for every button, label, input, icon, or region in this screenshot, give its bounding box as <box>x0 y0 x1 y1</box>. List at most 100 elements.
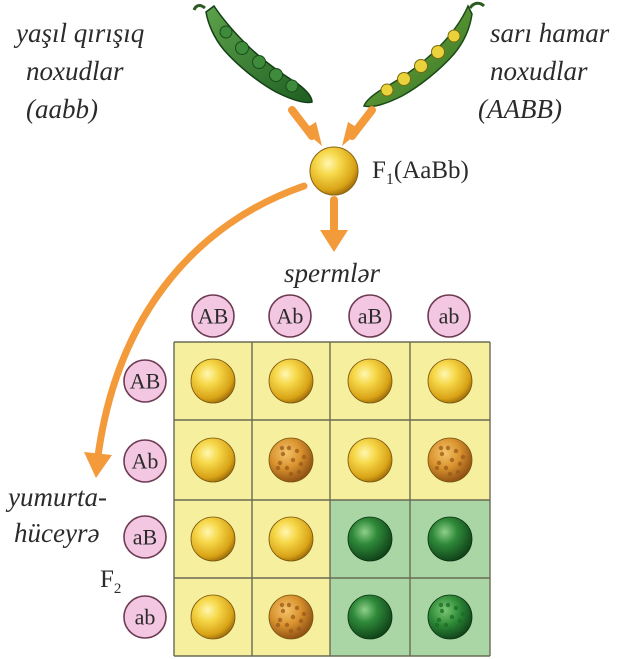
wrinkle-speckle <box>294 605 300 611</box>
wrinkle-speckle <box>455 469 461 475</box>
f2-label-sub: 2 <box>114 581 122 597</box>
wrinkle-speckle <box>457 618 463 624</box>
wrinkle-speckle <box>298 461 304 467</box>
parent-label-left: yaşıl qırışıq noxudlar (aabb) <box>13 18 144 124</box>
yellow-smooth-pea-icon <box>347 358 393 404</box>
wrinkle-speckle <box>438 602 444 608</box>
f2-label: F2 <box>100 566 121 597</box>
wrinkle-speckle <box>453 448 459 454</box>
sperm-gamete-circle <box>348 294 392 338</box>
yellow-smooth-pea-icon <box>190 437 236 483</box>
egg-gamete-circle <box>123 439 167 483</box>
f1-label-rest: (AaBb) <box>394 157 469 184</box>
wrinkle-speckle <box>290 614 296 620</box>
yellow-smooth-pea-icon <box>427 358 473 404</box>
wrinkle-speckle <box>284 465 290 471</box>
egg-gamete-label: Ab <box>132 449 159 474</box>
green-smooth-pea-icon <box>347 516 393 562</box>
wrinkle-speckle <box>460 454 466 460</box>
f1-to-egg-arrow <box>84 182 308 478</box>
green-smooth-pea-icon <box>427 516 473 562</box>
egg-gametes: AB Ab aB ab <box>123 359 167 639</box>
egg-gamete-circle <box>123 515 167 559</box>
wrinkle-speckle <box>298 618 304 624</box>
sperm-gamete-label: Ab <box>277 304 304 329</box>
parent-label-right: sarı hamar noxudlar (AABB) <box>478 18 610 124</box>
wrinkle-speckle <box>434 622 440 628</box>
wrinkle-speckle <box>439 451 445 457</box>
egg-label: yumurta- hüceyrə <box>5 482 107 548</box>
wrinkle-speckle <box>296 469 302 475</box>
wrinkle-speckle <box>280 451 286 457</box>
yellow-smooth-pea-icon <box>347 437 393 483</box>
pea-pod-green-icon <box>192 4 313 104</box>
sperm-label: spermlər <box>284 258 380 288</box>
wrinkle-speckle <box>279 602 285 608</box>
yellow-smooth-pea-icon <box>190 358 236 404</box>
egg-gamete-circle <box>123 595 167 639</box>
wrinkle-speckle <box>277 617 283 623</box>
green-smooth-pea-icon <box>347 594 393 640</box>
wrinkle-speckle <box>438 445 444 451</box>
wrinkle-speckle <box>294 448 300 454</box>
egg-label-line-2: hüceyrə <box>14 518 99 548</box>
yellow-smooth-pea-icon <box>268 516 314 562</box>
sperm-gamete-label: ab <box>439 304 460 329</box>
wrinkle-speckle <box>445 445 451 451</box>
f2-label-main: F <box>100 566 114 593</box>
wrinkle-speckle <box>460 611 466 617</box>
wrinkle-speckle <box>296 626 302 632</box>
wrinkle-speckle <box>453 605 459 611</box>
wrinkle-speckle <box>455 626 461 632</box>
wrinkle-speckle <box>275 622 281 628</box>
wrinkle-speckle <box>288 628 294 634</box>
parent-left-line-1: yaşıl qırışıq <box>13 18 144 48</box>
yellow-smooth-pea-icon <box>268 358 314 404</box>
f1-label: F1(AaBb) <box>372 157 469 188</box>
punnett-square <box>173 341 491 657</box>
sperm-gamete-label: aB <box>358 304 382 329</box>
wrinkle-speckle <box>443 622 449 628</box>
sperm-gamete-label: AB <box>198 304 229 329</box>
f1-label-sub: 1 <box>386 171 394 188</box>
egg-gamete-label: AB <box>130 369 161 394</box>
wrinkle-speckle <box>449 614 455 620</box>
wrinkle-speckle <box>445 602 451 608</box>
egg-gamete-label: aB <box>133 525 157 550</box>
sperm-gamete-circle <box>427 294 471 338</box>
wrinkle-speckle <box>457 461 463 467</box>
f1-label-main: F <box>372 157 386 184</box>
wrinkle-speckle <box>434 465 440 471</box>
wrinkle-speckle <box>286 445 292 451</box>
parent-left-line-2: noxudlar <box>26 56 124 86</box>
wrinkle-speckle <box>284 622 290 628</box>
wrinkle-speckle <box>288 471 294 477</box>
parent-right-line-2: noxudlar <box>490 56 588 86</box>
yellow-smooth-pea-icon <box>190 594 236 640</box>
parent-left-line-3: (aabb) <box>26 94 98 124</box>
wrinkle-speckle <box>290 457 296 463</box>
wrinkle-speckle <box>286 602 292 608</box>
wrinkle-speckle <box>436 460 442 466</box>
sperm-gamete-circle <box>268 294 312 338</box>
parent-right-line-1: sarı hamar <box>490 18 610 48</box>
wrinkle-speckle <box>277 460 283 466</box>
f1-pea-icon <box>309 146 359 196</box>
wrinkle-speckle <box>279 445 285 451</box>
egg-label-line-1: yumurta- <box>5 482 107 512</box>
sperm-gametes: AB Ab aB ab <box>191 294 471 338</box>
egg-gamete-circle <box>123 359 167 403</box>
wrinkle-speckle <box>275 465 281 471</box>
f1-to-sperm-arrow <box>320 196 348 252</box>
wrinkle-speckle <box>301 611 307 617</box>
wrinkle-speckle <box>449 457 455 463</box>
egg-gamete-label: ab <box>135 605 156 630</box>
parent-right-line-3: (AABB) <box>478 94 562 124</box>
wrinkle-speckle <box>301 454 307 460</box>
wrinkle-speckle <box>436 617 442 623</box>
pea-pod-yellow-icon <box>363 1 486 108</box>
sperm-gamete-circle <box>191 294 235 338</box>
wrinkle-speckle <box>443 465 449 471</box>
wrinkle-speckle <box>447 471 453 477</box>
